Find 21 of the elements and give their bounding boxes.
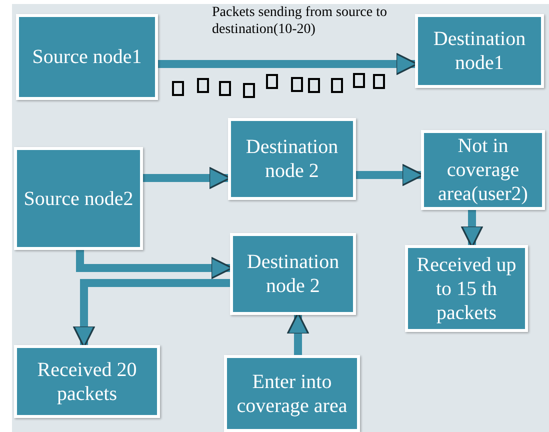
edge-label: Packets sending from source to destination(10-20): [212, 4, 388, 38]
process-box: [405, 245, 528, 332]
box-label: Not in coverage area(user2): [437, 134, 529, 206]
box-label: Destination node 2: [244, 135, 340, 183]
box-label: Source node1: [32, 45, 142, 69]
process-box: [421, 130, 545, 210]
box-label: Received up to 15 th packets: [416, 252, 518, 324]
process-box: [228, 118, 356, 200]
box-label: Enter into coverage area: [236, 370, 348, 418]
box-label: Destination node1: [432, 27, 527, 75]
process-box: [230, 233, 356, 315]
block-arrow: [72, 279, 230, 348]
process-box: [14, 345, 160, 418]
box-label: Received 20 packets: [36, 358, 138, 406]
box-label: Destination node 2: [246, 250, 340, 298]
box-label: Source node2: [24, 186, 134, 210]
block-arrow: [460, 210, 484, 248]
process-box: [14, 147, 143, 250]
process-box: [16, 14, 158, 100]
process-box: [224, 355, 360, 432]
process-box: [415, 14, 544, 88]
